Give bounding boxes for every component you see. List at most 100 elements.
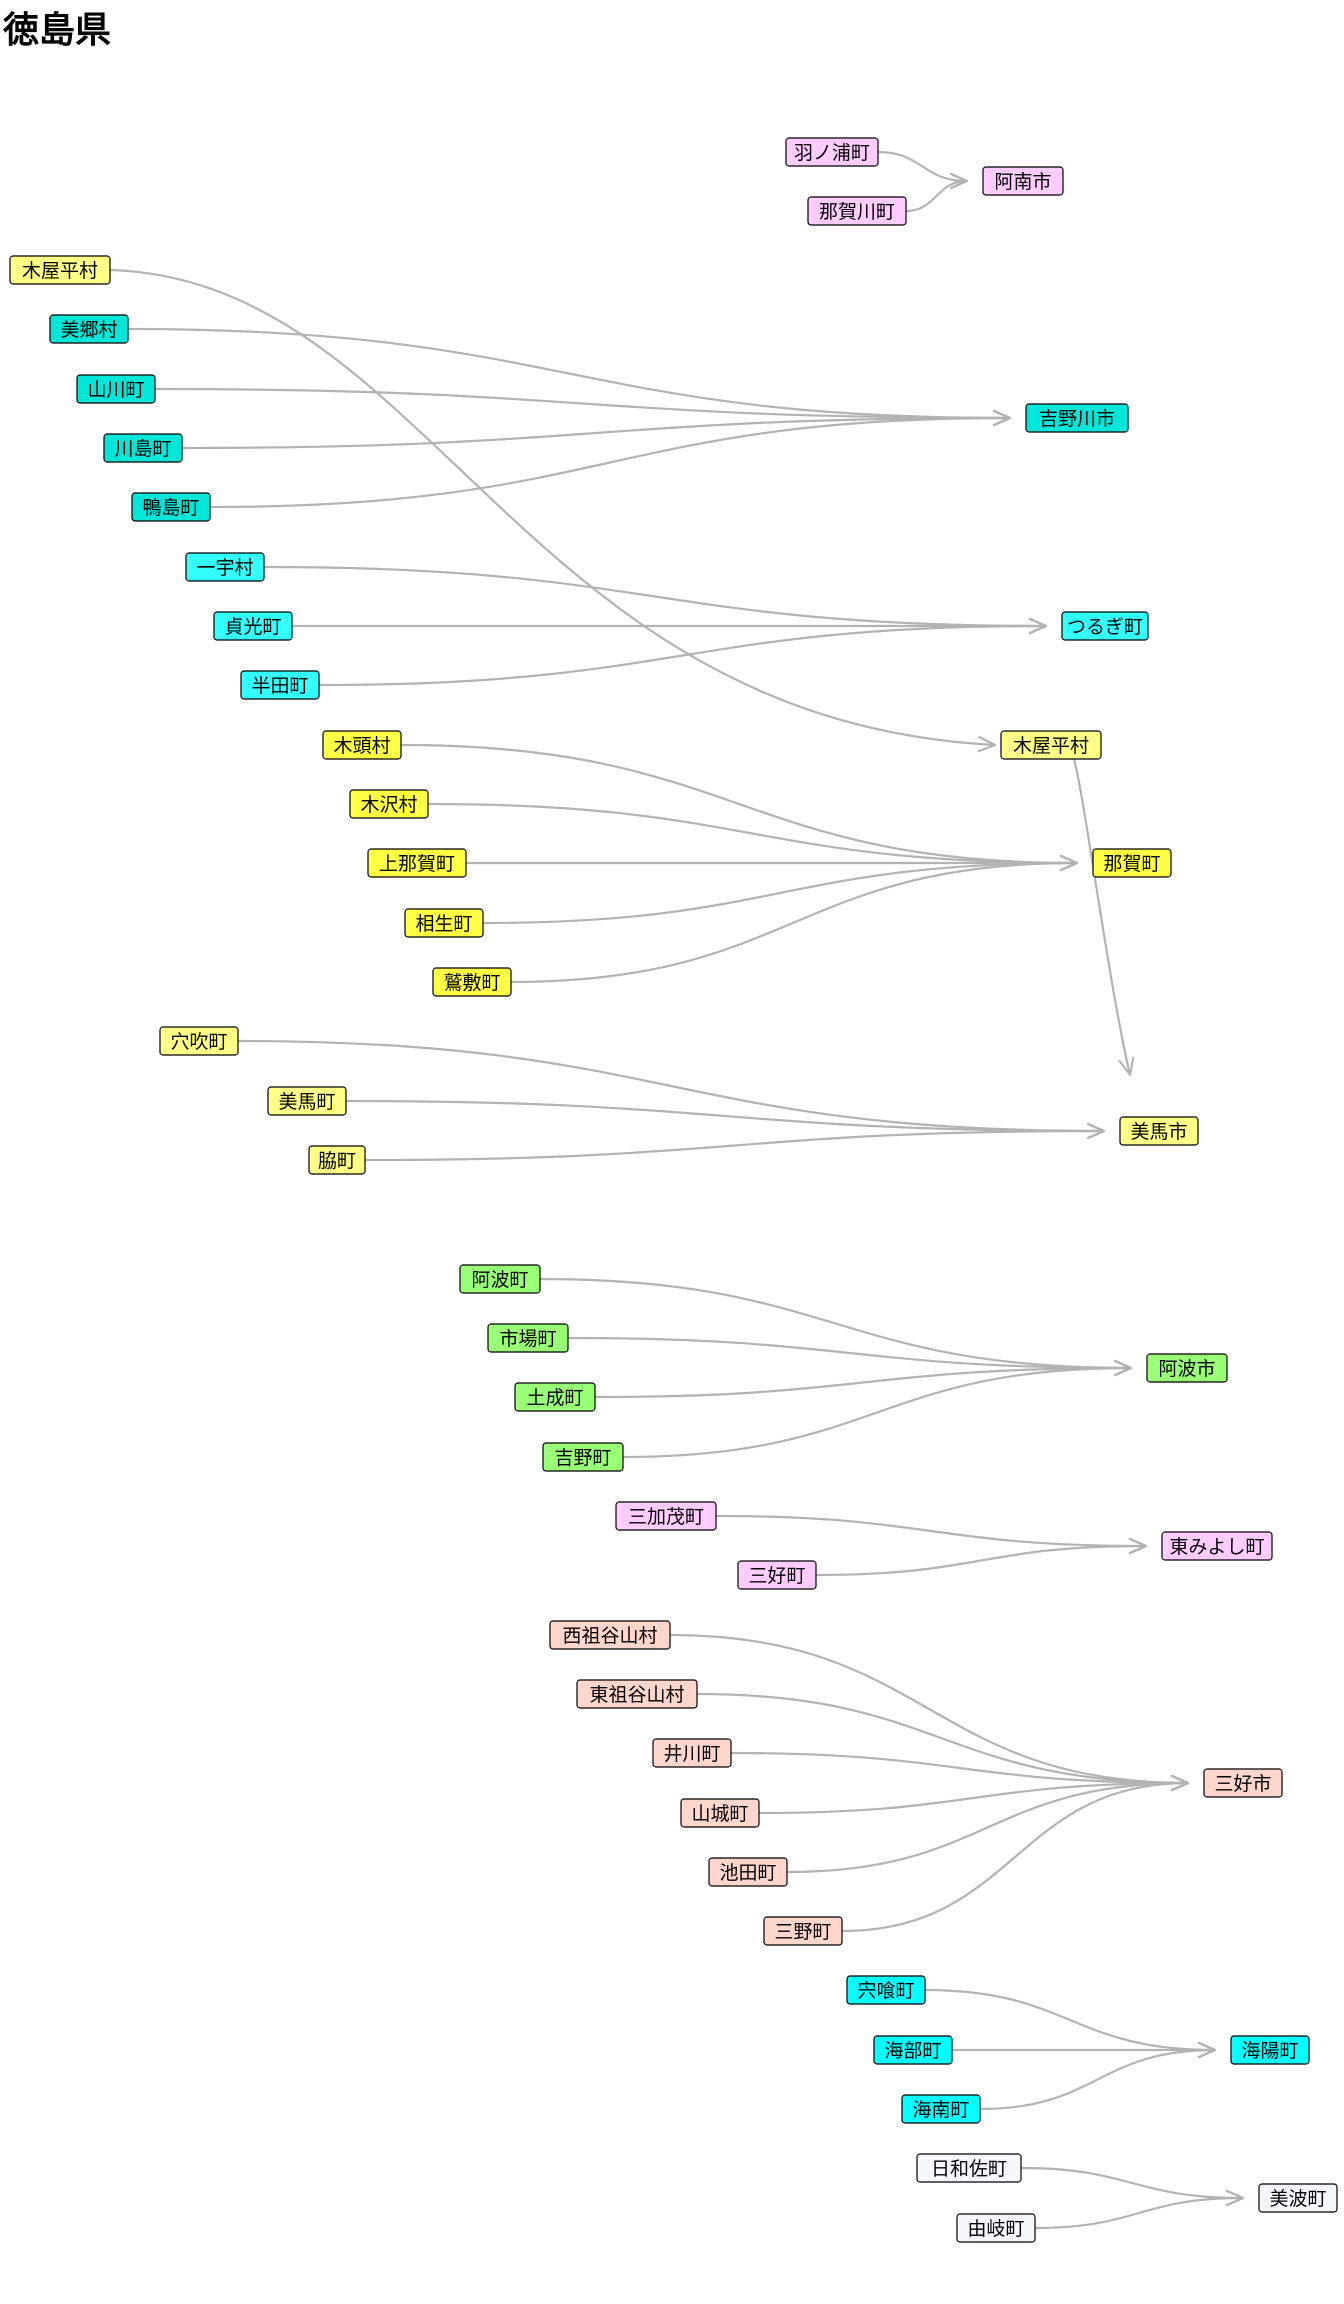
node-kito: 木頭村 xyxy=(322,730,402,760)
page-title: 徳島県 xyxy=(2,10,111,51)
node-box-nakagawa xyxy=(807,196,907,226)
node-label-mino: 三野町 xyxy=(774,1921,831,1943)
node-label-nishiiya: 西祖谷山村 xyxy=(562,1625,657,1647)
node-box-mima_city xyxy=(1119,1116,1199,1146)
node-box-nishiiya xyxy=(549,1620,671,1650)
edge-shishikui-to-kaiyo xyxy=(924,1988,1216,2052)
node-label-donari: 土成町 xyxy=(526,1387,583,1409)
node-label-kaifu: 海部町 xyxy=(884,2040,941,2062)
node-label-ichiba: 市場町 xyxy=(499,1328,556,1350)
node-box-kainan xyxy=(901,2094,981,2124)
node-hanoura: 羽ノ浦町 xyxy=(785,137,879,167)
node-kaminaka: 上那賀町 xyxy=(367,848,467,878)
edge-yamakawa-to-yoshinogawa xyxy=(154,387,1011,420)
node-box-kaiyo xyxy=(1230,2035,1310,2065)
node-miyoshi_city: 三好市 xyxy=(1203,1768,1283,1798)
node-label-handa: 半田町 xyxy=(251,675,308,697)
node-label-ikeda: 池田町 xyxy=(719,1862,776,1884)
node-box-miyoshi_city xyxy=(1203,1768,1283,1798)
arrowhead-kiyadaira_mid xyxy=(977,736,997,753)
node-aioi: 相生町 xyxy=(404,908,484,938)
node-label-naka: 那賀町 xyxy=(1103,853,1160,875)
node-label-mima_city: 美馬市 xyxy=(1130,1121,1187,1143)
edge-mima_town-to-mima_city xyxy=(345,1099,1105,1133)
node-mikamo: 三加茂町 xyxy=(615,1501,717,1531)
node-box-kaminaka xyxy=(367,848,467,878)
node-label-yamashiro: 山城町 xyxy=(691,1803,748,1825)
node-sadamitsu: 貞光町 xyxy=(213,611,293,641)
edge-hiwasa-to-minami xyxy=(1020,2166,1244,2200)
node-ichiu: 一宇村 xyxy=(185,552,265,582)
node-box-shishikui xyxy=(846,1975,926,2005)
node-box-awa_town xyxy=(459,1264,541,1294)
node-kaifu: 海部町 xyxy=(873,2035,953,2065)
node-box-mima_town xyxy=(267,1086,347,1116)
node-yamashiro: 山城町 xyxy=(680,1798,760,1828)
node-label-kisawa: 木沢村 xyxy=(360,794,417,816)
edge-kiyadaira_mid-to-mima_city xyxy=(1072,758,1132,1076)
node-ikeda: 池田町 xyxy=(708,1857,788,1887)
node-label-ikawa: 井川町 xyxy=(663,1743,720,1765)
node-kaiyo: 海陽町 xyxy=(1230,2035,1310,2065)
node-kiyadaira_src: 木屋平村 xyxy=(9,255,111,285)
node-yoshino: 吉野町 xyxy=(542,1442,624,1472)
edge-mino-to-miyoshi_city xyxy=(841,1781,1189,1933)
node-label-kiyadaira_src: 木屋平村 xyxy=(22,260,98,282)
arrowhead-miyoshi_city xyxy=(1170,1774,1190,1792)
node-box-ikeda xyxy=(708,1857,788,1887)
nodes-layer: 羽ノ浦町那賀川町阿南市木屋平村美郷村山川町川島町鴨島町吉野川市一宇村貞光町半田町… xyxy=(9,137,1338,2243)
node-label-higashimiyoshi: 東みよし町 xyxy=(1169,1536,1264,1558)
node-kawashima: 川島町 xyxy=(103,433,183,463)
node-label-awa_city: 阿波市 xyxy=(1158,1358,1215,1380)
node-higashiiya: 東祖谷山村 xyxy=(576,1679,698,1709)
node-label-yoshino: 吉野町 xyxy=(554,1447,611,1469)
node-miyoshi_town: 三好町 xyxy=(737,1560,817,1590)
edge-miyoshi_town-to-higashimiyoshi xyxy=(815,1544,1147,1577)
edge-higashiiya-to-miyoshi_city xyxy=(696,1692,1189,1785)
node-waki: 脇町 xyxy=(308,1145,366,1175)
edge-aioi-to-naka xyxy=(482,861,1078,925)
node-box-tsurugi xyxy=(1061,611,1149,641)
edge-kito-to-naka xyxy=(400,743,1078,865)
node-box-kaifu xyxy=(873,2035,953,2065)
node-nishiiya: 西祖谷山村 xyxy=(549,1620,671,1650)
edge-yuki-to-minami xyxy=(1034,2196,1244,2230)
node-label-kiyadaira_mid: 木屋平村 xyxy=(1013,735,1089,757)
node-hiwasa: 日和佐町 xyxy=(916,2153,1022,2183)
node-label-anabuki: 穴吹町 xyxy=(170,1031,227,1053)
node-handa: 半田町 xyxy=(240,670,320,700)
node-awa_city: 阿波市 xyxy=(1146,1353,1228,1383)
arrowhead-yoshinogawa xyxy=(992,409,1012,427)
node-box-mikamo xyxy=(615,1501,717,1531)
node-label-kaiyo: 海陽町 xyxy=(1241,2040,1298,2062)
node-box-sadamitsu xyxy=(213,611,293,641)
node-label-miyoshi_city: 三好市 xyxy=(1214,1773,1271,1795)
node-box-kisawa xyxy=(349,789,429,819)
edge-hanoura-to-anan xyxy=(877,150,968,183)
node-label-aioi: 相生町 xyxy=(415,913,472,935)
node-label-kawashima: 川島町 xyxy=(114,438,171,460)
node-label-hanoura: 羽ノ浦町 xyxy=(794,142,870,164)
node-kisawa: 木沢村 xyxy=(349,789,429,819)
edge-ichiba-to-awa_city xyxy=(567,1336,1132,1370)
node-box-aioi xyxy=(404,908,484,938)
node-label-kainan: 海南町 xyxy=(912,2099,969,2121)
arrowhead-anan xyxy=(949,172,969,190)
edge-awa_town-to-awa_city xyxy=(539,1277,1132,1370)
arrowhead-naka xyxy=(1059,854,1079,872)
edge-misato-to-yoshinogawa xyxy=(127,327,1011,420)
node-washiki: 鷲敷町 xyxy=(432,967,512,997)
node-mima_city: 美馬市 xyxy=(1119,1116,1199,1146)
edge-kainan-to-kaiyo xyxy=(979,2048,1216,2111)
edge-kiyadaira_src-to-kiyadaira_mid xyxy=(109,268,996,747)
node-box-anabuki xyxy=(159,1026,239,1056)
node-nakagawa: 那賀川町 xyxy=(807,196,907,226)
node-mima_town: 美馬町 xyxy=(267,1086,347,1116)
node-box-hanoura xyxy=(785,137,879,167)
node-box-kiyadaira_src xyxy=(9,255,111,285)
node-box-kito xyxy=(322,730,402,760)
node-kainan: 海南町 xyxy=(901,2094,981,2124)
node-label-hiwasa: 日和佐町 xyxy=(931,2158,1007,2180)
edge-yoshino-to-awa_city xyxy=(622,1366,1132,1459)
